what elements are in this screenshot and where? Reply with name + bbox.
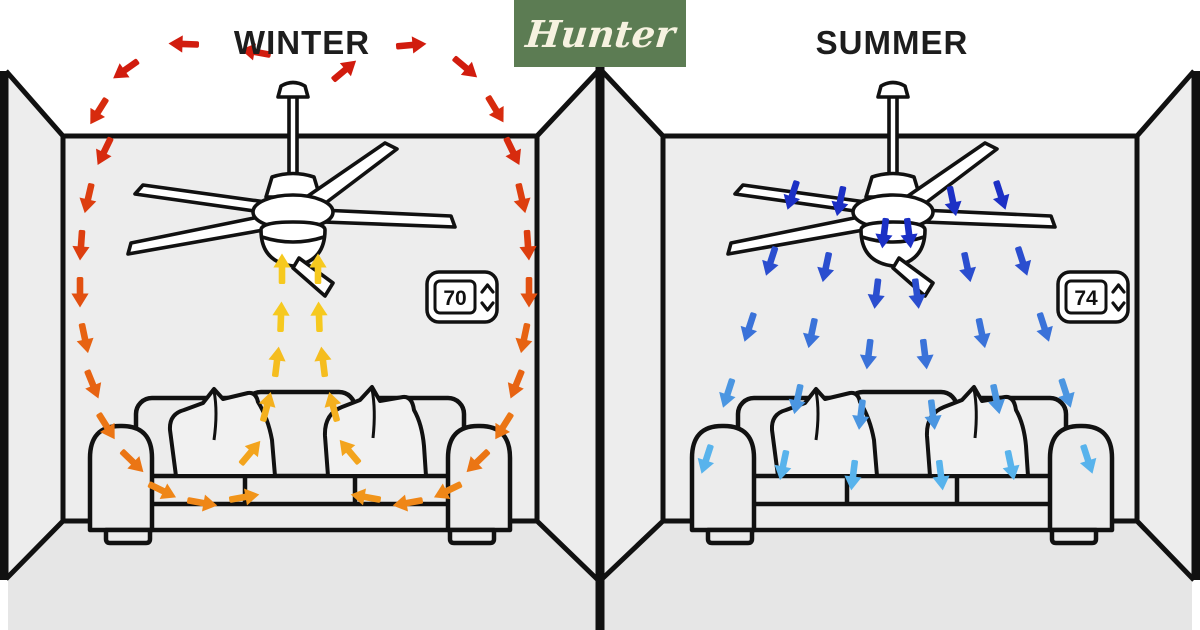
brand-text: Hunter	[523, 11, 677, 56]
summer-right-wall	[1137, 72, 1192, 578]
winter-title: WINTER	[233, 24, 371, 61]
winter-left-wall	[8, 72, 63, 578]
thermostat-icon: 70	[425, 270, 499, 324]
summer-floor	[604, 521, 1192, 630]
summer-room	[600, 69, 1200, 630]
airflow-arrow-icon	[83, 93, 114, 129]
couch-icon	[692, 387, 1112, 543]
airflow-arrow-icon	[448, 51, 483, 84]
winter-right-wall	[537, 72, 596, 578]
couch-icon	[90, 387, 510, 543]
chevron-down-icon	[1111, 301, 1126, 312]
chevron-up-icon	[1111, 283, 1126, 294]
chevron-up-icon	[480, 283, 495, 294]
thermostat-display	[1064, 279, 1108, 315]
summer-left-wall	[604, 72, 663, 578]
thermostat-display	[433, 279, 477, 315]
airflow-arrow-icon	[480, 91, 511, 127]
airflow-arrow-icon	[108, 53, 144, 86]
thermostat-value: 70	[443, 287, 466, 310]
winter-floor	[8, 521, 596, 630]
thermostat-icon: 74	[1056, 270, 1130, 324]
brand-logo: Hunter	[514, 0, 686, 67]
thermostat-value: 74	[1074, 287, 1098, 310]
chevron-down-icon	[480, 301, 495, 312]
summer-title: SUMMER	[815, 24, 969, 61]
center-divider	[595, 66, 605, 630]
